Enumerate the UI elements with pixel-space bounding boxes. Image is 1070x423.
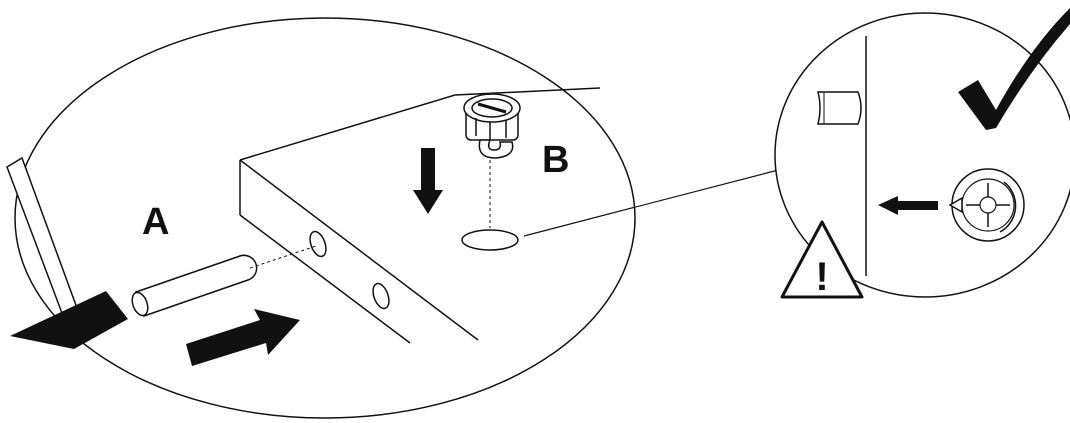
main-detail-view: A B: [7, 18, 635, 418]
warning-mark: !: [815, 255, 828, 299]
label-b: B: [542, 139, 569, 181]
main-detail-outline: [15, 18, 635, 418]
label-a: A: [142, 201, 169, 243]
cam-hole: [462, 230, 518, 250]
